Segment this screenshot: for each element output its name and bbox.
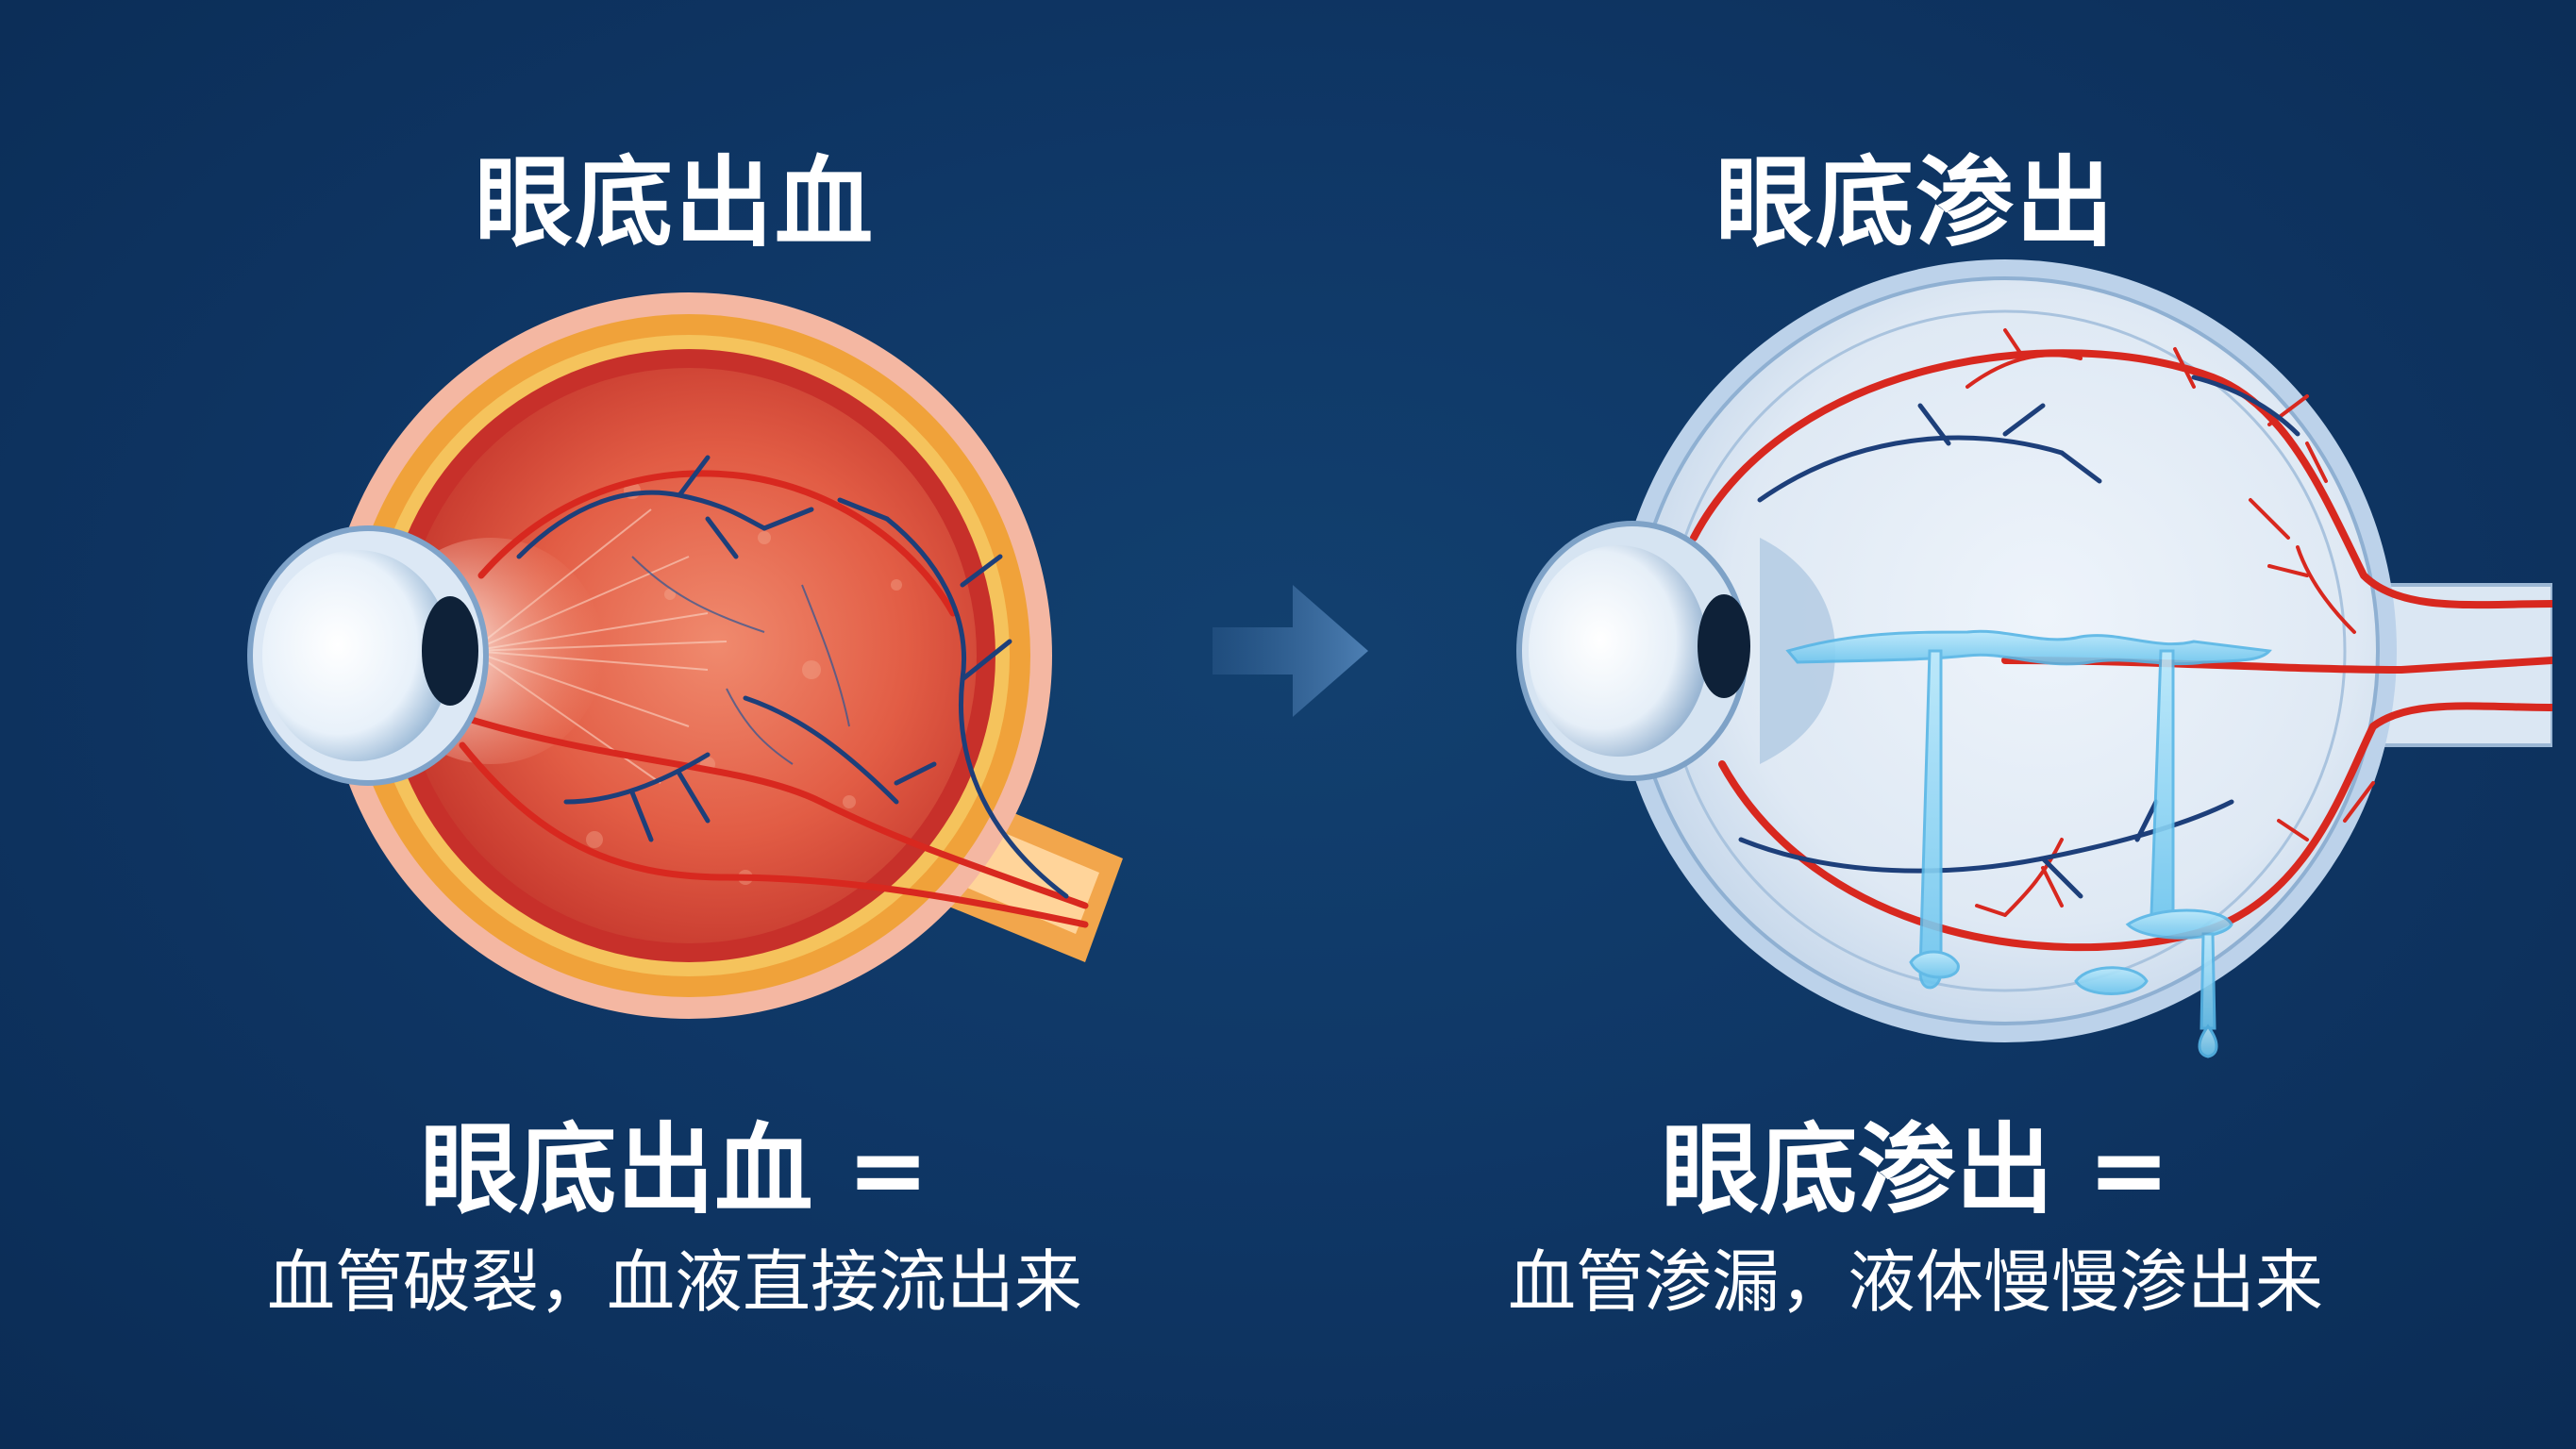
arrow-right-icon bbox=[1213, 585, 1368, 717]
hemorrhage-panel: 眼底出血 bbox=[247, 292, 1123, 1019]
pupil bbox=[422, 596, 478, 706]
hemorrhage-headline: 眼底出血 = bbox=[420, 1112, 929, 1227]
exudation-panel: 眼底渗出 bbox=[1288, 0, 2576, 1449]
hemorrhage-title: 眼底出血 bbox=[474, 145, 875, 260]
exudation-headline: 眼底渗出 = bbox=[1661, 1112, 2170, 1227]
exudation-description: 血管渗漏，液体慢慢渗出来 bbox=[1507, 1242, 2323, 1322]
exudation-eye-illustration bbox=[1516, 259, 2552, 1058]
leaking-fluid bbox=[1785, 629, 2272, 1058]
hemorrhage-description: 血管破裂，血液直接流出来 bbox=[266, 1242, 1082, 1322]
hemorrhage-eye-illustration bbox=[247, 292, 1123, 1019]
exudation-title: 眼底渗出 bbox=[1715, 145, 2116, 260]
retina-interior bbox=[401, 368, 977, 943]
pupil bbox=[1698, 594, 1750, 698]
